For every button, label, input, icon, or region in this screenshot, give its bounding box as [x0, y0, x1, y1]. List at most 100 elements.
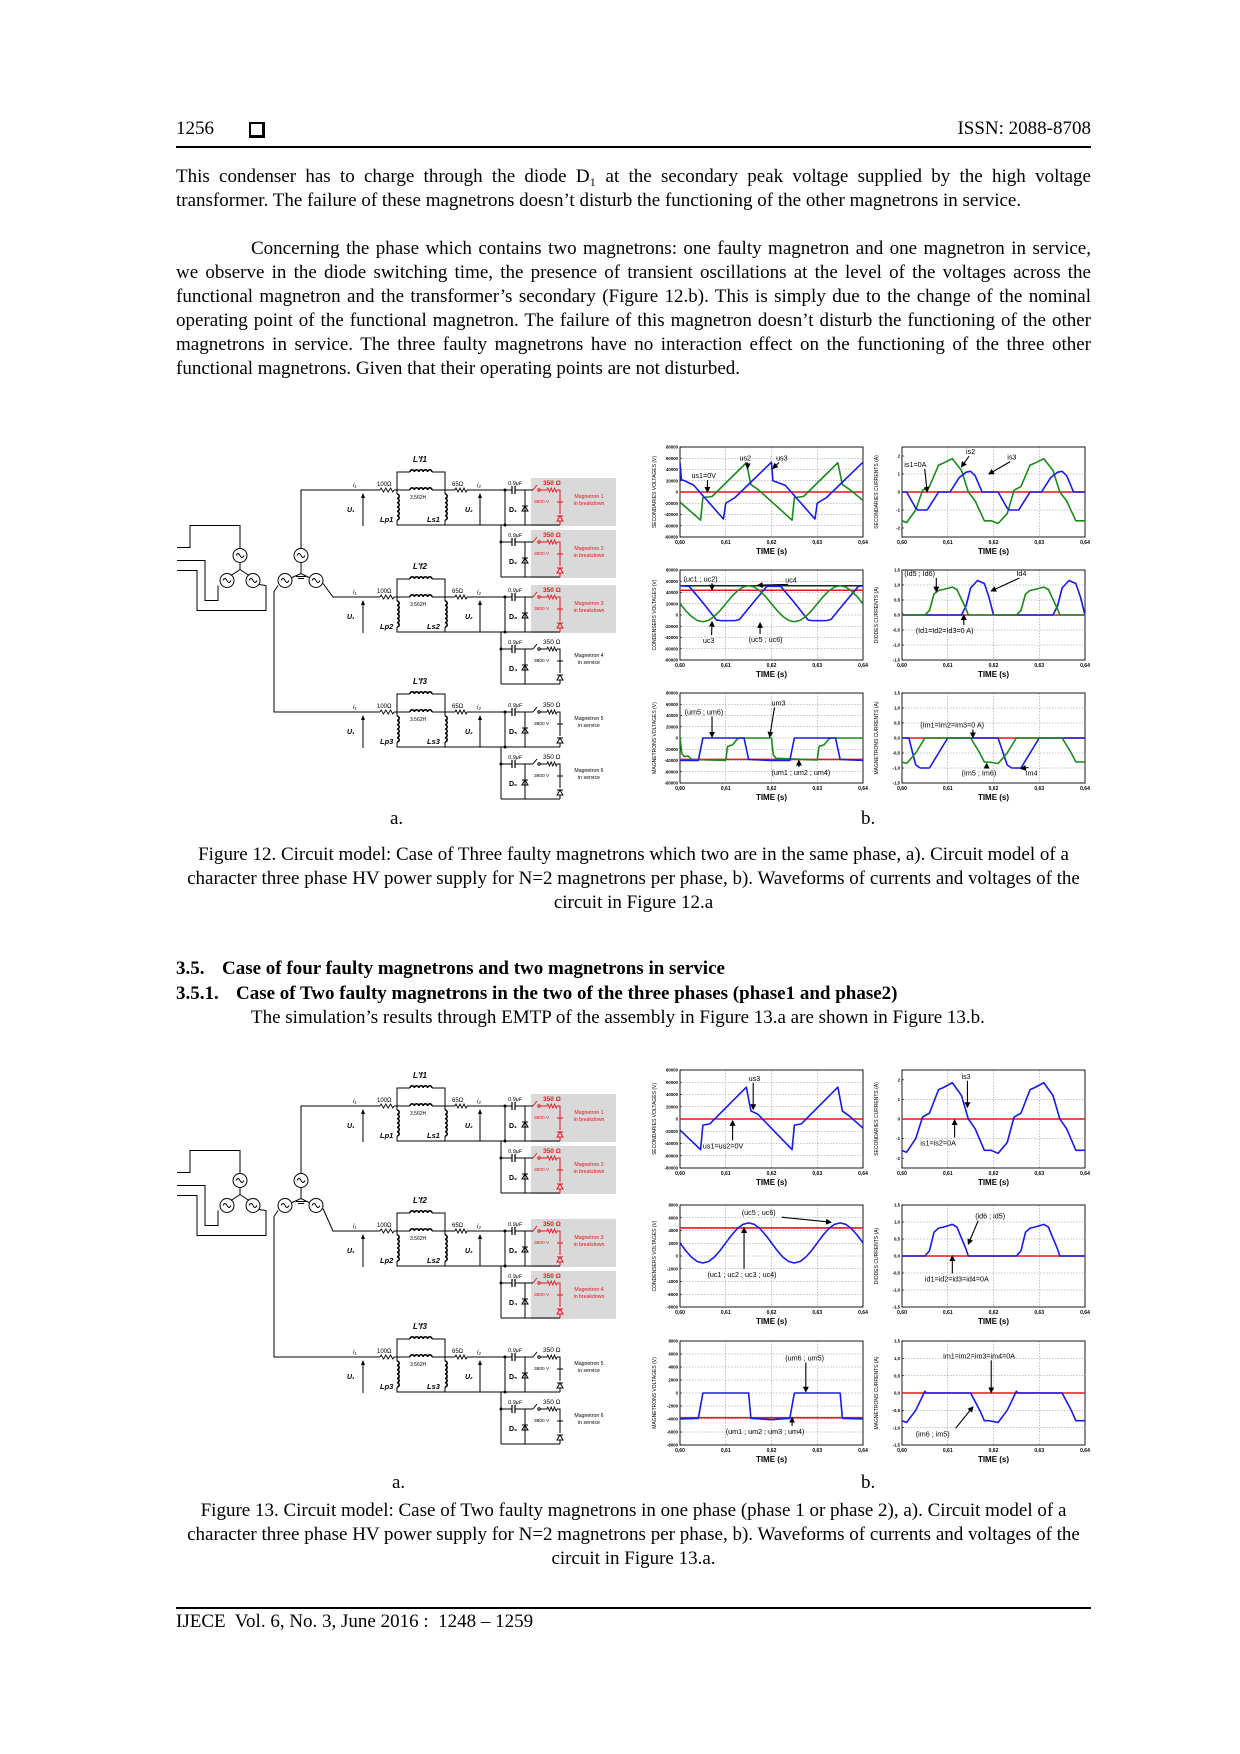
resistor-label: 65Ω [452, 704, 464, 710]
annotation-label: im1=im2=im3=im4=0A [943, 1351, 1015, 1360]
x-tick-label: 0,60 [675, 663, 685, 669]
annotation-label: (Im5 ; Im6) [961, 769, 996, 778]
diode-symbol [556, 789, 564, 796]
wire [396, 578, 410, 597]
sine-glyph-icon [222, 1203, 232, 1208]
voltage-label: U₂ [465, 507, 473, 514]
y-axis-label: CONDENSERS VOLTAGES (V) [652, 579, 658, 650]
capacitor-symbol [511, 1154, 516, 1162]
annotation-arrow [988, 461, 1011, 475]
inductor-coil [409, 691, 433, 695]
y-tick-label: -20000 [665, 501, 679, 506]
section-number: 3.5. [176, 958, 205, 979]
resistor [379, 709, 395, 715]
wire [532, 643, 538, 650]
resistor-label: 65Ω [452, 482, 464, 488]
voltage-source-symbol [557, 605, 563, 613]
inductor-coil [444, 1109, 448, 1137]
inductance-label: 3.562H [410, 1111, 427, 1117]
sine-glyph-icon [311, 578, 321, 583]
resistor-label: 350 Ω [543, 754, 561, 761]
capacitor-label: 0.9µF [508, 588, 523, 594]
y-tick-label: 8000 [668, 1339, 678, 1344]
voltage-source-label: 3800 V [534, 1366, 550, 1372]
y-axis-label: MAGNETRONS VOLTAGES (V) [652, 702, 658, 774]
y-tick-label: -40000 [665, 758, 679, 763]
series-group [680, 1392, 863, 1421]
x-tick-label: 0,60 [897, 1171, 907, 1177]
switch-contact [537, 710, 541, 714]
x-tick-label: 0,61 [721, 1310, 731, 1316]
capacitor-symbol [511, 1353, 516, 1361]
page-number: 1256 [176, 118, 214, 139]
annotation-label: (uc5 ; uc6) [742, 1208, 776, 1217]
y-tick-label: 20000 [666, 1104, 679, 1109]
y-tick-label: -1,0 [893, 1425, 901, 1430]
x-tick-label: 0,64 [858, 663, 868, 669]
resistor [546, 593, 558, 601]
annotation-label: is3 [1007, 453, 1016, 462]
x-axis-label: TIME (s) [756, 1455, 787, 1464]
magnetron-state: in breakdown [574, 1117, 605, 1123]
inductor-label: Ls3 [427, 1382, 441, 1391]
x-tick-label: 0,60 [897, 1310, 907, 1316]
junction-dot [499, 1281, 503, 1285]
wire [273, 585, 355, 713]
annotation-label: is1=0A [904, 460, 926, 469]
annotation-arrow [923, 468, 930, 493]
y-tick-label: 40000 [666, 590, 679, 595]
annotation-label: (um1 ; um2 ; um4) [772, 768, 831, 777]
diode-symbol [521, 779, 529, 786]
y-tick-label: 1 [898, 472, 901, 477]
wire [557, 1356, 561, 1365]
annotation-arrow [756, 582, 789, 589]
wire [396, 1212, 410, 1231]
switch-contact [537, 762, 541, 766]
wire [532, 706, 538, 713]
y-tick-label: -60000 [665, 769, 679, 774]
series-group [902, 1081, 1085, 1155]
plot-frame [679, 569, 864, 661]
y-tick-label: 6000 [668, 1352, 678, 1357]
footer-rule [176, 1607, 1091, 1609]
capacitor-label: 0.9µF [508, 533, 523, 539]
arrow-icon [361, 600, 365, 605]
resistor-label: 100Ω [377, 482, 392, 488]
resistor [546, 1154, 558, 1162]
wire [557, 1230, 561, 1239]
resistor-label: 350 Ω [543, 480, 561, 487]
resistor [454, 1227, 468, 1235]
x-tick-label: 0,62 [989, 663, 999, 669]
junction-dot [503, 710, 507, 714]
y-tick-label: 60000 [666, 1080, 679, 1085]
annotation-label: (Id5 ; Id6) [904, 569, 935, 578]
x-tick-label: 0,60 [897, 786, 907, 792]
resistor [546, 1405, 558, 1413]
resistor-label: 350 Ω [543, 1221, 561, 1228]
y-axis-label: DIODES CURRENTS (A) [874, 1227, 880, 1284]
inductor-coil [444, 600, 448, 628]
inductor-label: L'f3 [413, 1322, 427, 1331]
x-axis-label: TIME (s) [978, 1178, 1009, 1187]
y-tick-label: 40000 [666, 713, 679, 718]
y-tick-label: 0 [676, 1254, 679, 1259]
voltage-label: U₁ [347, 507, 355, 514]
inductor-label: Lp1 [380, 515, 393, 524]
voltage-source-label: 3800 V [534, 721, 550, 727]
y-tick-label: 0,0 [894, 613, 901, 618]
voltage-source-symbol [557, 498, 563, 506]
wire [396, 627, 505, 633]
arrow-icon [361, 1109, 365, 1114]
x-tick-label: 0,63 [812, 540, 822, 546]
y-tick-label: -60000 [665, 523, 679, 528]
wire [396, 520, 505, 526]
annotation-arrow [772, 462, 780, 470]
wire [532, 1100, 538, 1107]
voltage-source-label: 3800 V [534, 551, 550, 557]
